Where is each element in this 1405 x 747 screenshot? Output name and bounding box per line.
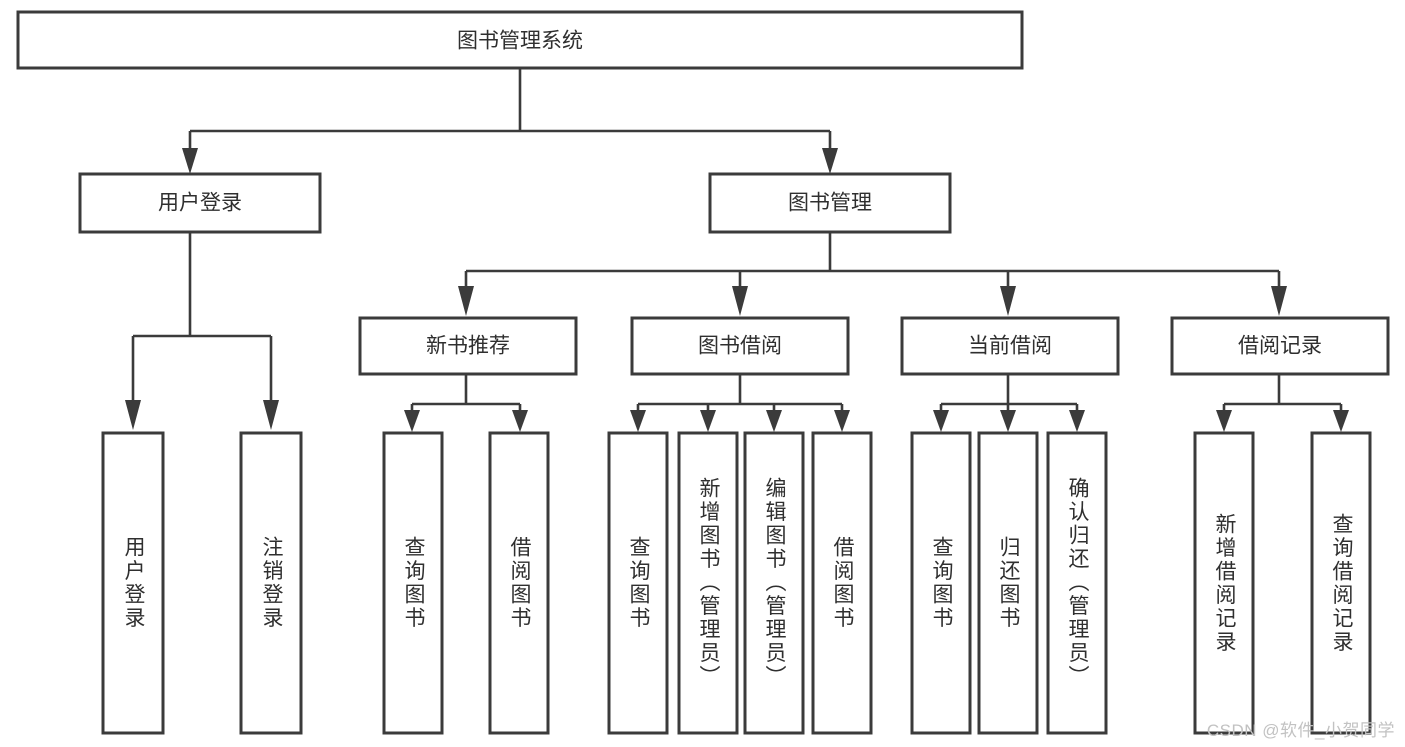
arrowhead-leaf-query-book-1 bbox=[404, 410, 420, 432]
node-book-manage-box[interactable] bbox=[708, 172, 952, 234]
arrowhead-leaf-borrow-book-2 bbox=[834, 410, 850, 432]
node-book-borrow-label: 图书借阅 bbox=[698, 335, 782, 358]
node-user-login-label: 用户登录 bbox=[158, 192, 242, 215]
node-leaf-query-book-2-box[interactable] bbox=[607, 431, 669, 735]
arrowhead-leaf-edit-book bbox=[766, 410, 782, 432]
node-root[interactable]: 图书管理系统 bbox=[16, 10, 1024, 70]
node-leaf-borrow-book-1-box[interactable] bbox=[488, 431, 550, 735]
arrowhead-book-manage bbox=[822, 148, 838, 174]
node-root-box[interactable] bbox=[16, 10, 1024, 70]
node-leaf-query-record-box[interactable] bbox=[1310, 431, 1372, 735]
node-user-login-box[interactable] bbox=[78, 172, 322, 234]
arrowhead-leaf-add-book bbox=[700, 410, 716, 432]
node-new-book-recommend-label: 新书推荐 bbox=[426, 335, 510, 358]
csdn-watermark: CSDN @软件_小贺同学 bbox=[1206, 721, 1395, 740]
arrowhead-borrow-record bbox=[1271, 286, 1287, 316]
node-current-borrow-box[interactable] bbox=[900, 316, 1120, 376]
arrowhead-leaf-logout bbox=[263, 400, 279, 430]
node-leaf-add-record-box[interactable] bbox=[1193, 431, 1255, 735]
arrowhead-leaf-user-login bbox=[125, 400, 141, 430]
node-leaf-logout-box[interactable] bbox=[239, 431, 303, 735]
node-current-borrow[interactable]: 当前借阅 bbox=[900, 316, 1120, 376]
node-leaf-add-book-box[interactable] bbox=[677, 431, 739, 735]
node-borrow-record-label: 借阅记录 bbox=[1238, 335, 1322, 358]
node-borrow-record[interactable]: 借阅记录 bbox=[1170, 316, 1390, 376]
node-leaf-edit-book-box[interactable] bbox=[743, 431, 805, 735]
node-leaf-query-book-3-box[interactable] bbox=[910, 431, 972, 735]
arrowhead-user-login bbox=[182, 148, 198, 174]
node-leaf-return-book-box[interactable] bbox=[977, 431, 1039, 735]
node-new-book-recommend[interactable]: 新书推荐 bbox=[358, 316, 578, 376]
arrowhead-leaf-borrow-book-1 bbox=[512, 410, 528, 432]
arrowhead-leaf-query-book-2 bbox=[630, 410, 646, 432]
node-borrow-record-box[interactable] bbox=[1170, 316, 1390, 376]
leaf-box-group bbox=[101, 431, 1372, 735]
node-book-borrow[interactable]: 图书借阅 bbox=[630, 316, 850, 376]
arrowhead-new-book-recommend bbox=[458, 286, 474, 316]
node-user-login[interactable]: 用户登录 bbox=[78, 172, 322, 234]
arrowhead-leaf-confirm-return bbox=[1069, 410, 1085, 432]
node-leaf-user-login-box[interactable] bbox=[101, 431, 165, 735]
node-leaf-borrow-book-2-box[interactable] bbox=[811, 431, 873, 735]
arrowhead-leaf-query-book-3 bbox=[933, 410, 949, 432]
node-root-label: 图书管理系统 bbox=[457, 30, 583, 53]
connector-group bbox=[125, 68, 1349, 432]
arrowhead-book-borrow bbox=[732, 286, 748, 316]
node-leaf-confirm-return-box[interactable] bbox=[1046, 431, 1108, 735]
node-book-manage[interactable]: 图书管理 bbox=[708, 172, 952, 234]
node-book-borrow-box[interactable] bbox=[630, 316, 850, 376]
arrowhead-leaf-return-book bbox=[1000, 410, 1016, 432]
node-book-manage-label: 图书管理 bbox=[788, 192, 872, 215]
node-current-borrow-label: 当前借阅 bbox=[968, 335, 1052, 358]
arrowhead-leaf-add-record bbox=[1216, 410, 1232, 432]
arrowhead-leaf-query-record bbox=[1333, 410, 1349, 432]
node-leaf-query-book-1-box[interactable] bbox=[382, 431, 444, 735]
node-new-book-recommend-box[interactable] bbox=[358, 316, 578, 376]
arrowhead-current-borrow bbox=[1000, 286, 1016, 316]
